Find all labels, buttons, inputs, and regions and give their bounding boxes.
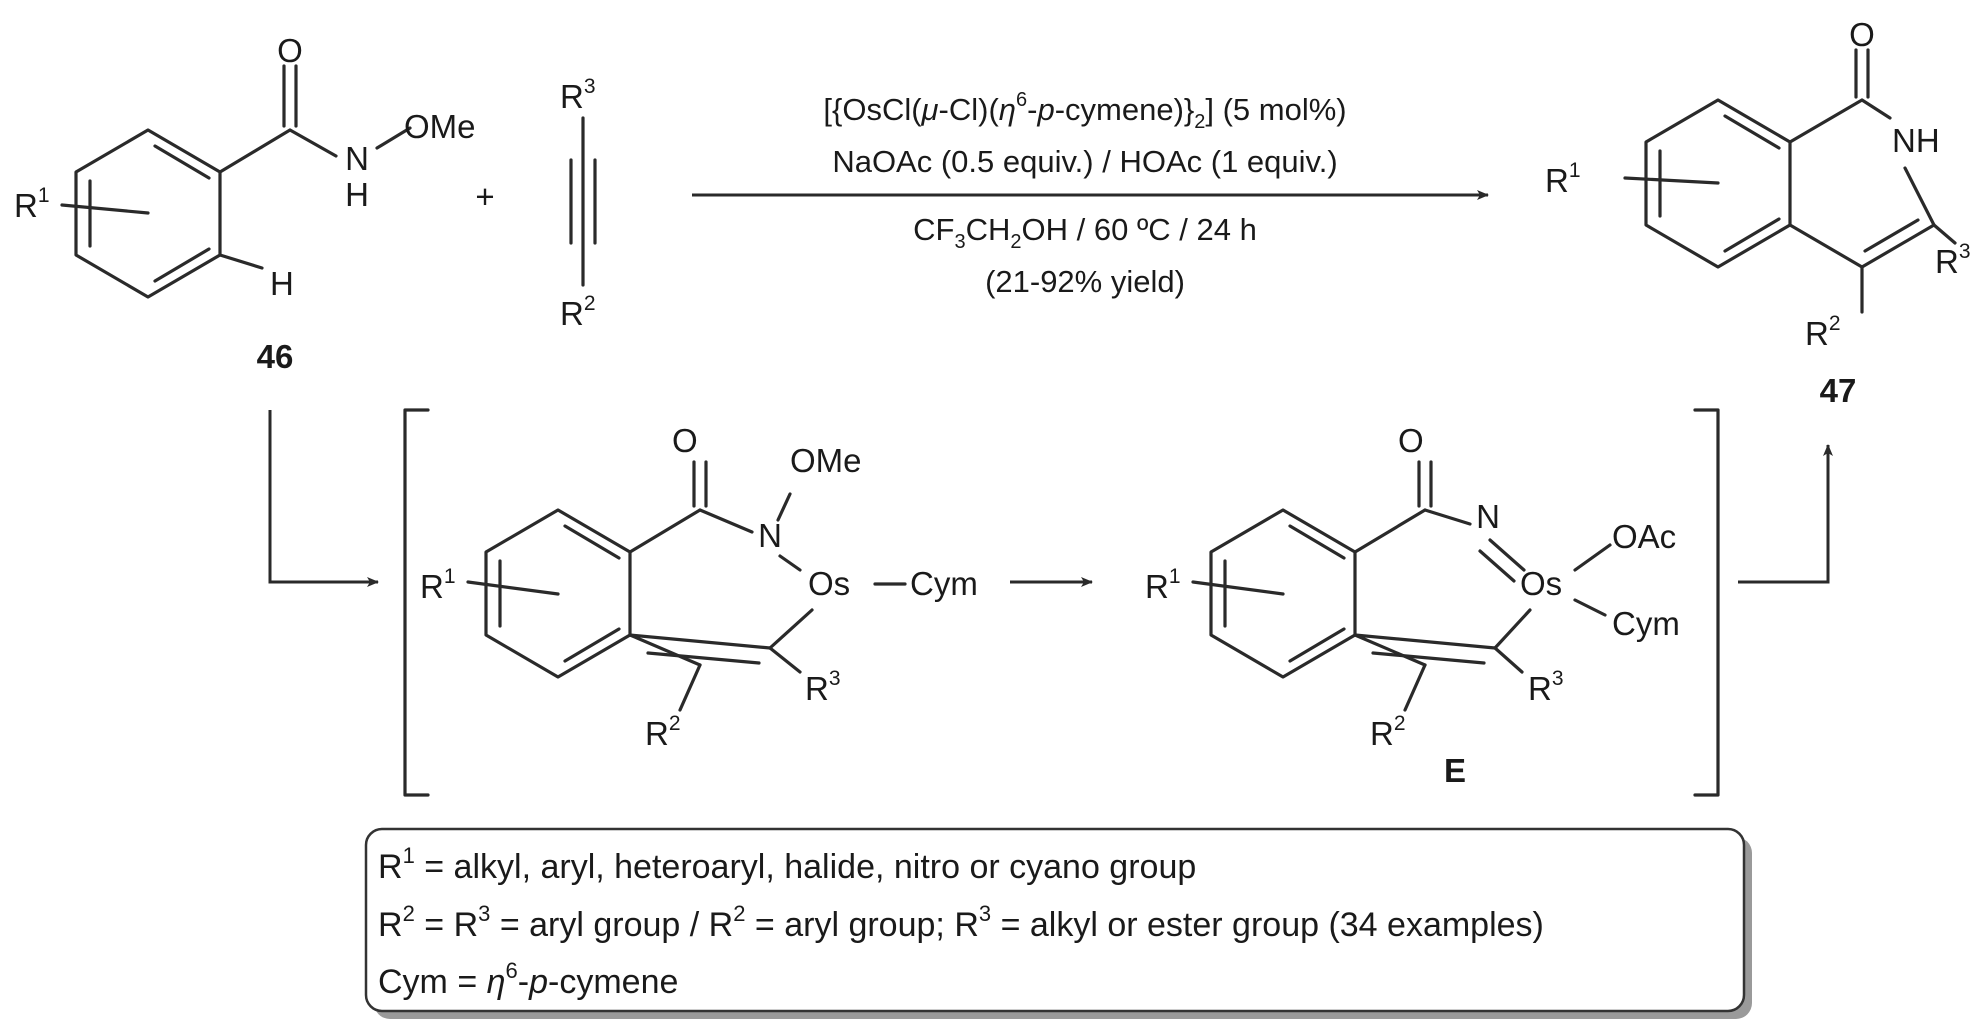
right-bracket [1693,408,1720,797]
amide-hydrogen: H [345,176,369,213]
arrow-to-product-47 [1738,444,1833,584]
condition-additives: NaOAc (0.5 equiv.) / HOAc (1 equiv.) [832,144,1337,179]
acetate-ligand: OAc [1612,518,1676,555]
product-isoquinolone-47: O NH R3 R2 R1 47 [1545,16,1971,409]
product-r2: R2 [1805,312,1841,352]
product-r3: R3 [1935,240,1971,280]
condition-catalyst: [{OsCl(μ-Cl)(η6-p-cymene)}2] (5 mol%) [823,89,1346,133]
intermediate-r2: R2 [645,712,681,752]
carbonyl-oxygen: O [1398,422,1424,459]
product-r1: R1 [1545,159,1581,199]
legend-line-cym: Cym = η6-p-cymene [378,958,678,1001]
intermediate-r3: R3 [805,667,841,707]
substituent-legend: R1 = alkyl, aryl, heteroaryl, halide, ni… [364,827,1752,1019]
alkyne-reactant: R3 R2 [560,75,597,332]
legend-line-r2-r3: R2 = R3 = aryl group / R2 = aryl group; … [378,901,1544,944]
carbonyl-oxygen: O [277,32,303,69]
cymene-ligand: Cym [1612,605,1680,642]
left-bracket [403,408,430,797]
r1-substituent: R1 [14,184,50,224]
carbonyl-oxygen: O [1849,16,1875,53]
alkyne-r2: R2 [560,292,596,332]
legend-line-r1: R1 = alkyl, aryl, heteroaryl, halide, ni… [378,843,1196,886]
intermediate-e-r1: R1 [1145,565,1181,605]
intermediate-e-label: E [1444,752,1466,789]
plus-sign: + [475,178,494,215]
reaction-conditions: [{OsCl(μ-Cl)(η6-p-cymene)}2] (5 mol%) Na… [823,89,1346,299]
intermediate-r1: R1 [420,565,456,605]
methoxy-group: OMe [404,108,476,145]
ortho-hydrogen: H [270,265,294,302]
osmium-center: Os [1520,565,1562,602]
amide-nitrogen: N [345,140,369,177]
lactam-nh: NH [1892,122,1940,159]
osmium-center: Os [808,565,850,602]
condition-solvent-temp-time: CF3CH2OH / 60 ºC / 24 h [913,212,1257,253]
intermediate-e-r2: R2 [1370,712,1406,752]
reactant-amide-46: R1 O N H OMe H 46 [14,32,476,375]
nitrogen: N [758,517,782,554]
condition-yield: (21-92% yield) [985,264,1185,299]
arrow-46-to-intermediate [268,410,379,587]
imido-nitrogen: N [1476,498,1500,535]
intermediate-e-r3: R3 [1528,667,1564,707]
methoxy-group: OMe [790,442,862,479]
r1-bond [60,203,150,215]
carbonyl-oxygen: O [672,422,698,459]
intermediate-e-osmacycle: R1 O N Os OAc Cym R3 R2 E [1145,422,1680,789]
alkyne-r3: R3 [560,75,596,115]
cymene-ligand: Cym [910,565,978,602]
intermediate-n-methoxy-osmacycle: R1 O N OMe Os Cym R3 R2 [420,422,978,752]
compound-number-47: 47 [1820,372,1857,409]
compound-number-46: 46 [257,338,294,375]
